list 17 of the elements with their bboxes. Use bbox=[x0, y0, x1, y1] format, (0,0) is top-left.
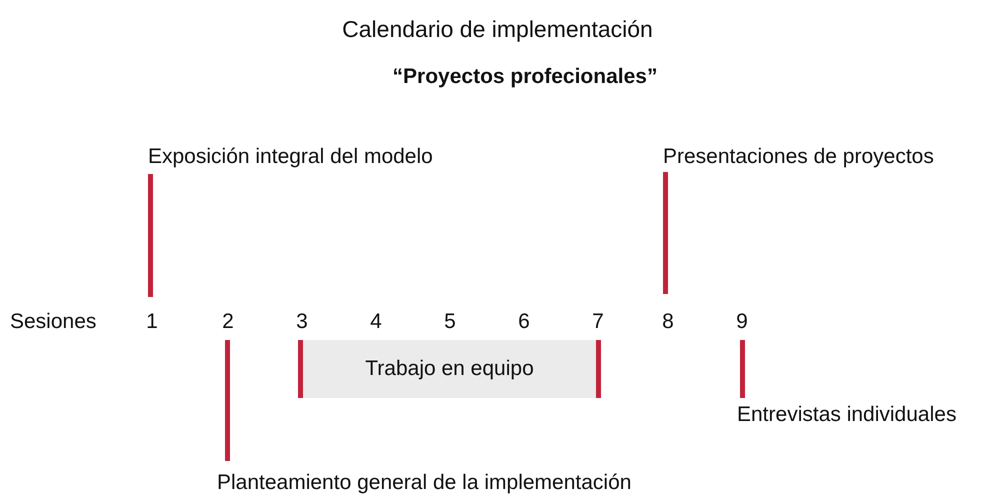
session-number: 6 bbox=[518, 309, 530, 335]
session-number: 5 bbox=[444, 309, 456, 335]
session-number: 3 bbox=[296, 309, 308, 335]
event-label: Presentaciones de proyectos bbox=[663, 144, 934, 170]
session-number: 7 bbox=[592, 309, 604, 335]
row-label: Sesiones bbox=[10, 309, 96, 335]
event-label: Planteamiento general de la implementación bbox=[217, 470, 632, 496]
event-label: Exposición integral del modelo bbox=[148, 144, 433, 170]
session-number: 8 bbox=[662, 309, 674, 335]
session-number: 1 bbox=[146, 309, 158, 335]
subtitle: “Proyectos profecionales” bbox=[392, 64, 658, 90]
session-number: 9 bbox=[736, 309, 748, 335]
phase-box: Trabajo en equipo bbox=[298, 340, 601, 398]
session-number: 4 bbox=[370, 309, 382, 335]
session-number: 2 bbox=[222, 309, 234, 335]
chart-title: Calendario de implementación bbox=[341, 16, 654, 42]
event-label: Entrevistas individuales bbox=[737, 402, 956, 428]
